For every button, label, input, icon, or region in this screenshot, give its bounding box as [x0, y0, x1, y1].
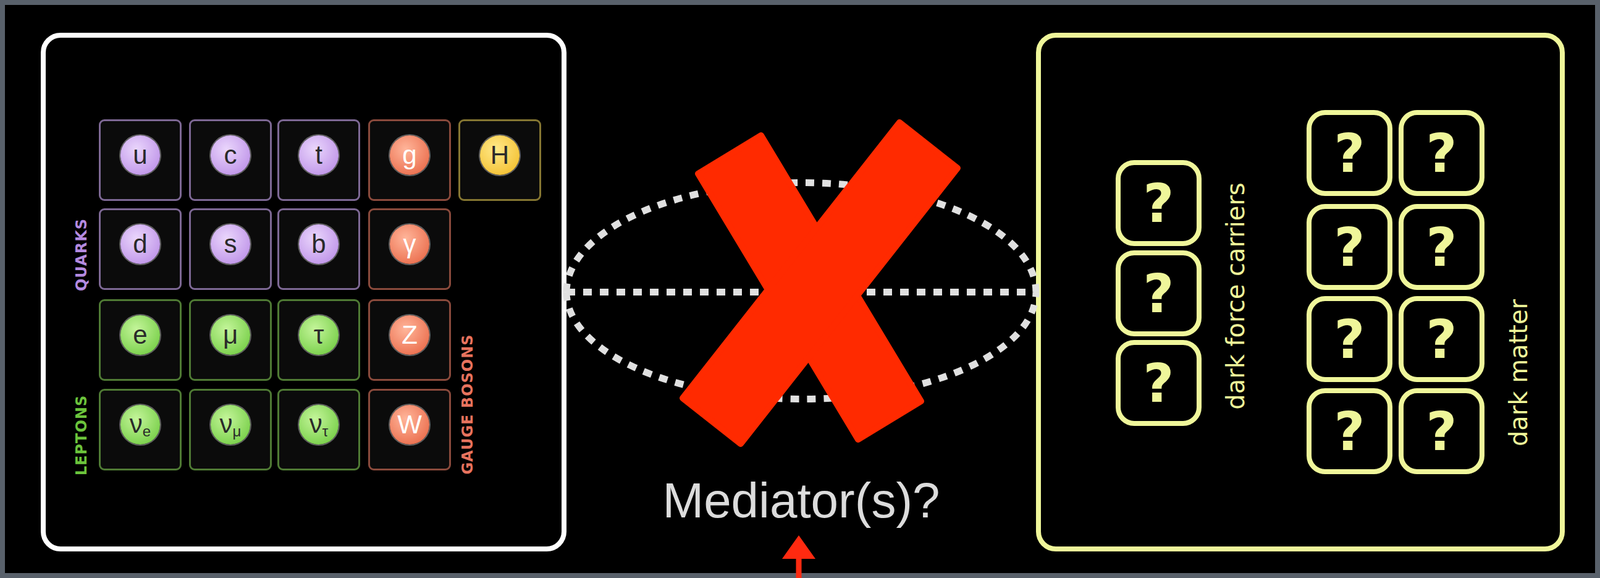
- question-mark: ?: [1143, 266, 1175, 320]
- group-label: QUARKS: [72, 218, 91, 291]
- subscript: μ: [232, 422, 242, 440]
- particle-tile: b: [277, 208, 361, 290]
- particle-tile: ντ: [277, 388, 361, 471]
- unknown-particle-box: ?: [1398, 387, 1485, 474]
- question-mark: ?: [1143, 356, 1175, 410]
- question-mark: ?: [1426, 126, 1458, 180]
- particle-tile: τ: [277, 298, 361, 381]
- particle-symbol: g: [402, 142, 417, 169]
- subscript: τ: [322, 422, 329, 440]
- unknown-particle-box: ?: [1306, 203, 1393, 290]
- question-mark: ?: [1426, 404, 1458, 458]
- particle-circle: c: [210, 135, 251, 175]
- particle-tile: Z: [368, 298, 451, 381]
- particle-symbol: H: [490, 142, 510, 169]
- particle-symbol: W: [397, 411, 422, 438]
- unknown-particle-box: ?: [1398, 295, 1485, 382]
- particle-symbol: e: [132, 321, 148, 348]
- unknown-particle-box: ?: [1115, 339, 1202, 426]
- particle-circle: H: [480, 135, 520, 175]
- particle-circle: e: [120, 315, 160, 355]
- particle-tile: t: [277, 119, 361, 201]
- particle-symbol: d: [132, 231, 148, 257]
- particle-symbol: s: [224, 231, 238, 257]
- particle-symbol: νe: [129, 410, 151, 439]
- mediator-label: Mediator(s)?: [662, 471, 940, 529]
- particle-symbol: Z: [401, 321, 418, 348]
- unknown-particle-box: ?: [1398, 203, 1485, 290]
- particle-tile: W: [368, 388, 451, 471]
- particle-circle: b: [298, 224, 339, 264]
- particle-tile: g: [368, 119, 451, 201]
- unknown-particle-box: ?: [1398, 109, 1485, 196]
- question-mark: ?: [1334, 312, 1366, 366]
- group-label: GAUGE BOSONS: [458, 333, 477, 474]
- group-label: dark force carriers: [1221, 182, 1250, 409]
- particle-tile: γ: [368, 208, 451, 290]
- particle-circle: νμ: [210, 404, 251, 445]
- question-mark: ?: [1334, 404, 1366, 458]
- particle-symbol: μ: [223, 321, 238, 348]
- unknown-particle-box: ?: [1115, 250, 1202, 337]
- red-cross-stroke: [682, 122, 958, 444]
- particle-symbol: γ: [403, 231, 417, 257]
- particle-tile: H: [458, 119, 542, 201]
- question-mark: ?: [1143, 176, 1175, 230]
- particle-symbol: τ: [313, 321, 325, 348]
- particle-tile: νμ: [189, 388, 272, 471]
- unknown-particle-box: ?: [1306, 387, 1393, 474]
- unknown-particle-box: ?: [1115, 160, 1202, 246]
- particle-tile: s: [189, 208, 272, 290]
- group-label: LEPTONS: [72, 394, 91, 476]
- pointer-arrow-head: [782, 534, 816, 559]
- unknown-particle-box: ?: [1306, 109, 1393, 196]
- standard-model-box: QUARKS LEPTONS GAUGE BOSONS u c t g Hd s b γ e μ τ Zνe…: [40, 32, 567, 552]
- particle-tile: c: [189, 119, 272, 201]
- question-mark: ?: [1334, 126, 1366, 180]
- particle-symbol: t: [315, 142, 323, 169]
- particle-tile: e: [98, 298, 182, 381]
- particle-symbol: νμ: [219, 410, 242, 439]
- dark-sector-box: dark force carriers dark matter??????????…: [1035, 32, 1565, 552]
- unknown-particle-box: ?: [1306, 295, 1393, 382]
- particle-circle: Z: [389, 315, 430, 355]
- question-mark: ?: [1426, 312, 1458, 366]
- particle-symbol: ντ: [309, 410, 329, 439]
- subscript: e: [142, 422, 151, 440]
- particle-tile: u: [98, 119, 182, 201]
- particle-circle: t: [298, 135, 339, 175]
- particle-circle: u: [120, 135, 160, 175]
- particle-circle: γ: [389, 224, 430, 264]
- particle-circle: μ: [210, 315, 251, 355]
- particle-symbol: c: [224, 142, 238, 169]
- group-label: dark matter: [1504, 298, 1533, 447]
- particle-circle: g: [389, 135, 430, 175]
- particle-tile: d: [98, 208, 182, 290]
- question-mark: ?: [1334, 220, 1366, 274]
- particle-circle: W: [389, 404, 430, 445]
- particle-circle: d: [120, 224, 160, 264]
- particle-circle: νe: [120, 404, 160, 445]
- particle-circle: τ: [298, 315, 339, 355]
- question-mark: ?: [1426, 220, 1458, 274]
- particle-tile: νe: [98, 388, 182, 471]
- particle-circle: s: [210, 224, 251, 264]
- particle-tile: μ: [189, 298, 272, 381]
- particle-circle: ντ: [298, 404, 339, 445]
- particle-symbol: b: [311, 231, 326, 257]
- particle-symbol: u: [132, 142, 148, 169]
